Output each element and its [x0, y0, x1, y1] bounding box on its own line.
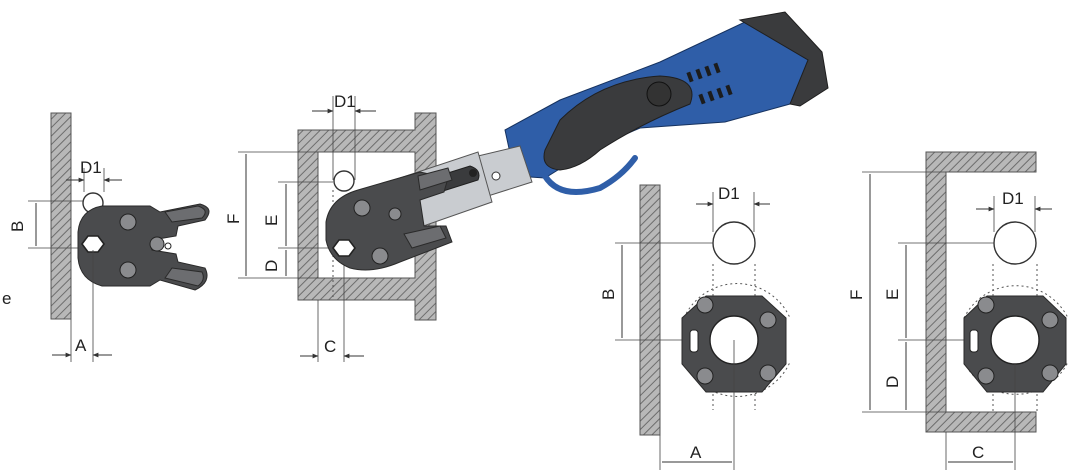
wall-hatch — [639, 184, 661, 436]
pipe-circle — [712, 221, 756, 265]
label-e: E — [883, 289, 902, 300]
panel-wall-clearance-ring: D1 B A — [599, 184, 791, 470]
label-b: B — [8, 221, 27, 232]
label-a: A — [690, 443, 702, 462]
panel-niche-ring: D1 F E D C — [847, 151, 1069, 470]
label-a: A — [75, 336, 87, 355]
label-e: E — [262, 215, 281, 226]
label-f: F — [224, 214, 243, 224]
label-d1: D1 — [80, 158, 102, 177]
panel-niche-press-tool: D1 F E D C — [224, 11, 829, 362]
press-tool — [325, 11, 829, 271]
label-f: F — [847, 290, 866, 300]
panel-wall-clearance-jaw: D1 B A — [8, 112, 210, 362]
label-d1: D1 — [718, 184, 740, 203]
label-d: D — [883, 376, 902, 388]
label-d1: D1 — [1002, 189, 1024, 208]
label-b: B — [599, 289, 618, 300]
wall-hatch — [50, 112, 72, 320]
pipe-circle — [993, 221, 1037, 265]
label-d1: D1 — [334, 92, 356, 111]
label-d: D — [262, 260, 281, 272]
niche-wall-hatch — [297, 112, 437, 321]
edge-letter: e — [2, 289, 11, 308]
label-c: C — [324, 337, 336, 356]
label-c: C — [972, 443, 984, 462]
pipe-circle — [333, 170, 355, 192]
